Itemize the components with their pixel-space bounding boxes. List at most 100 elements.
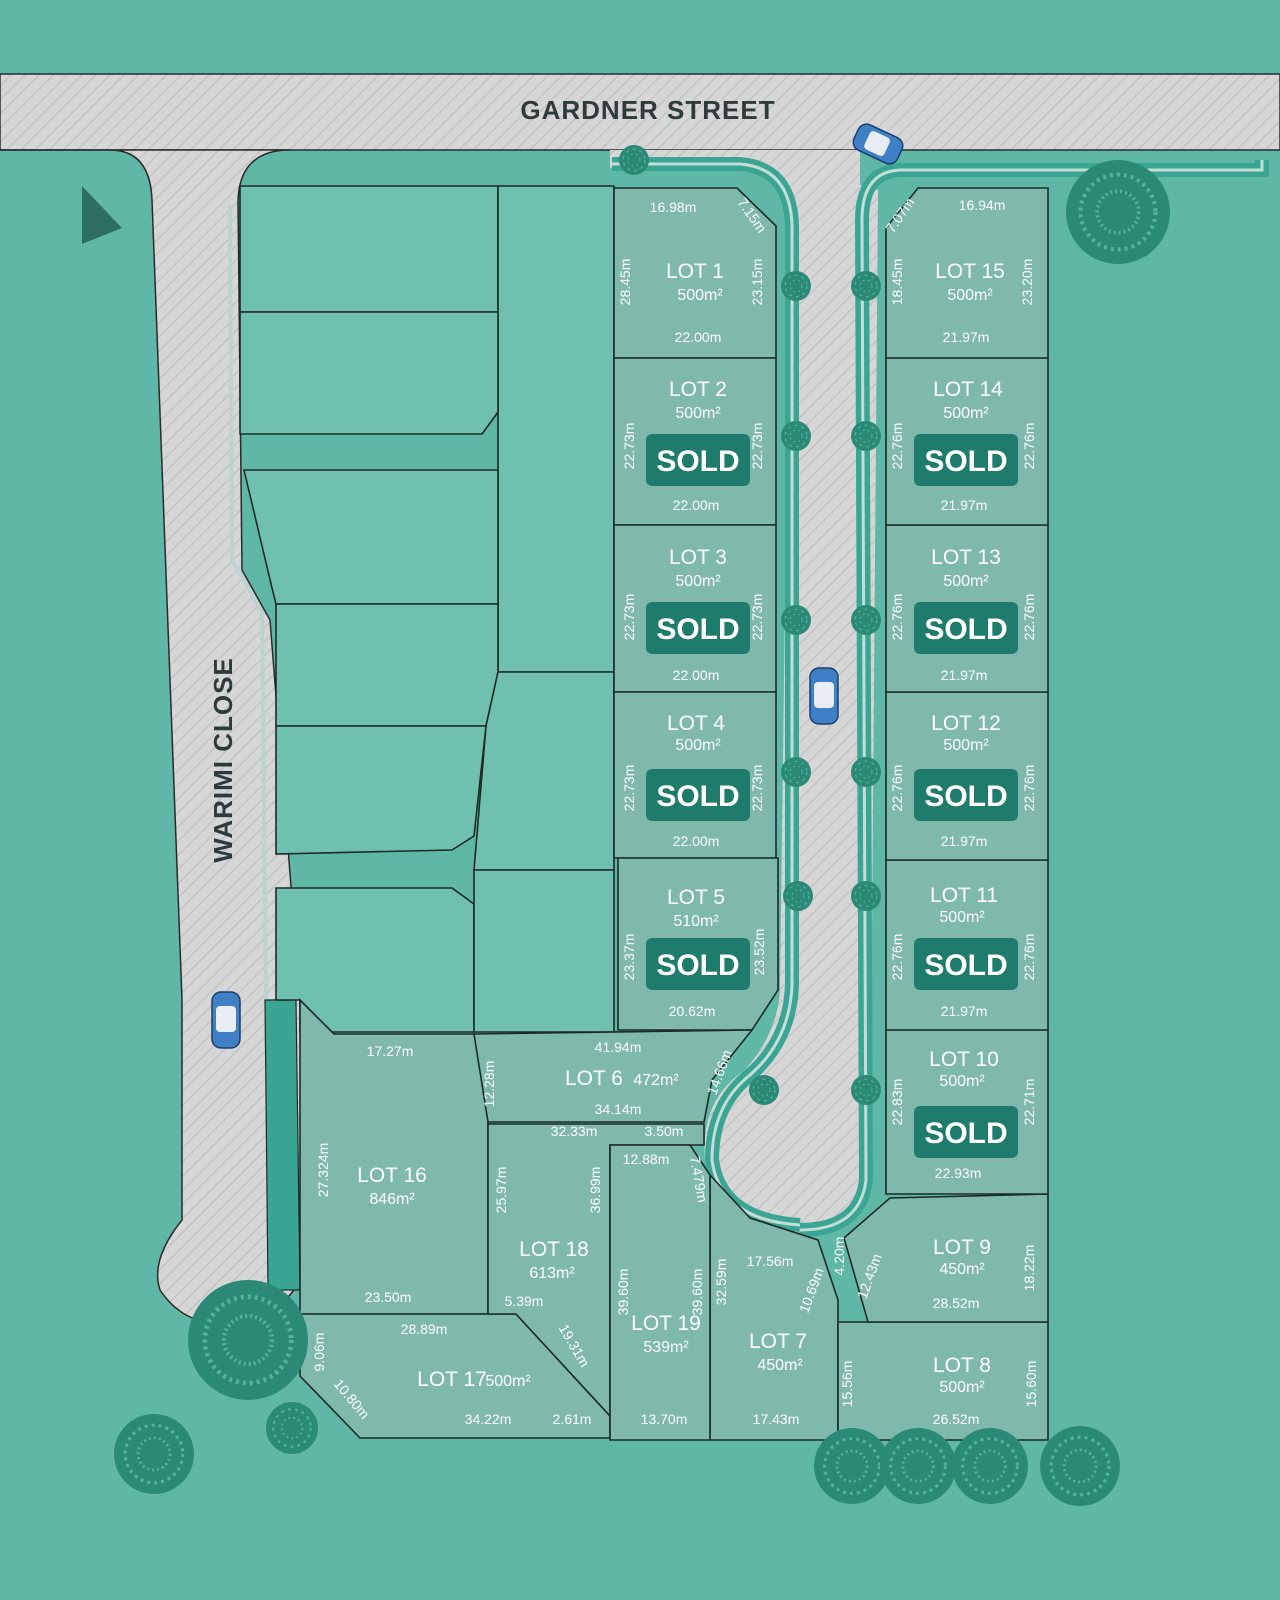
tree-icon xyxy=(266,1402,318,1454)
lot-area: 539m² xyxy=(643,1339,689,1356)
dimension-label: 22.76m xyxy=(1021,594,1037,641)
dimension-label: 4.20m xyxy=(831,1237,847,1276)
lot-title: LOT 19 xyxy=(631,1312,701,1335)
dimension-label: 22.83m xyxy=(889,1079,905,1126)
tree-icon xyxy=(814,1428,890,1504)
dimension-label: 22.00m xyxy=(673,833,720,849)
lot9-shape[interactable] xyxy=(843,1193,1049,1323)
tree-icon xyxy=(851,1075,881,1105)
dimension-label: 17.27m xyxy=(367,1043,414,1059)
dimension-label: 22.93m xyxy=(935,1165,982,1181)
dimension-label: 22.71m xyxy=(1021,1079,1037,1126)
lot-area: 510m² xyxy=(673,913,719,930)
tree-icon xyxy=(781,271,811,301)
lot-area: 500m² xyxy=(939,1379,985,1396)
dimension-label: 12.88m xyxy=(623,1151,670,1167)
lot1-shape[interactable] xyxy=(613,187,777,359)
dimension-label: 18.45m xyxy=(889,259,905,306)
sold-badge: SOLD xyxy=(914,769,1018,821)
lot-area: 500m² xyxy=(675,405,721,422)
tree-icon xyxy=(749,1075,779,1105)
dimension-label: 21.97m xyxy=(941,667,988,683)
trees xyxy=(114,145,1170,1506)
dimension-label: 22.76m xyxy=(1021,765,1037,812)
sold-label: SOLD xyxy=(924,949,1007,982)
dimension-label: 17.43m xyxy=(753,1411,800,1427)
lot-title: LOT 12 xyxy=(931,712,1001,735)
dimension-label: 23.52m xyxy=(751,929,767,976)
dimension-label: 3.50m xyxy=(645,1123,684,1139)
tree-icon xyxy=(1040,1426,1120,1506)
sold-label: SOLD xyxy=(924,780,1007,813)
lot-area: 500m² xyxy=(943,737,989,754)
dimension-label: 36.99m xyxy=(587,1167,603,1214)
lot-area: 472m² xyxy=(633,1072,679,1089)
dimension-label: 15.60m xyxy=(1023,1361,1039,1408)
dimension-label: 22.00m xyxy=(673,667,720,683)
dimension-label: 22.73m xyxy=(621,594,637,641)
sold-badge: SOLD xyxy=(646,602,750,654)
tree-icon xyxy=(851,605,881,635)
tree-icon xyxy=(880,1428,956,1504)
tree-icon xyxy=(619,145,649,175)
lot10-label: LOT 10 500m² SOLD 22.83m 22.71m 22.93m xyxy=(889,1048,1037,1181)
dimension-label: 22.73m xyxy=(749,765,765,812)
dimension-label: 16.98m xyxy=(650,199,697,215)
lot-title: LOT 17 xyxy=(417,1368,487,1391)
lot-area: 500m² xyxy=(677,287,723,304)
dimension-label: 15.56m xyxy=(839,1361,855,1408)
lot19-shape[interactable] xyxy=(609,1144,711,1441)
lot-title: LOT 3 xyxy=(669,546,727,569)
lot-area: 500m² xyxy=(939,909,985,926)
sold-label: SOLD xyxy=(924,1117,1007,1150)
dimension-label: 34.22m xyxy=(465,1411,512,1427)
dimension-label: 21.97m xyxy=(943,329,990,345)
tree-icon xyxy=(188,1280,308,1400)
dimension-label: 39.60m xyxy=(615,1269,631,1316)
lot-title: LOT 6 xyxy=(565,1067,623,1090)
tree-icon xyxy=(851,271,881,301)
gardner-street: GARDNER STREET xyxy=(0,73,1280,151)
dimension-label: 22.73m xyxy=(621,423,637,470)
tree-icon xyxy=(114,1414,194,1494)
dimension-label: 5.39m xyxy=(505,1293,544,1309)
gardner-street-label: GARDNER STREET xyxy=(520,95,775,125)
cars xyxy=(211,123,904,1049)
tree-icon xyxy=(851,757,881,787)
dimension-label: 28.52m xyxy=(933,1295,980,1311)
dimension-label: 28.89m xyxy=(401,1321,448,1337)
dimension-label: 2.61m xyxy=(553,1411,592,1427)
dimension-label: 17.56m xyxy=(747,1253,794,1269)
dimension-label: 41.94m xyxy=(595,1039,642,1055)
lot15-shape[interactable] xyxy=(885,187,1049,359)
dimension-label: 22.76m xyxy=(1021,423,1037,470)
tree-icon xyxy=(781,757,811,787)
dimension-label: 22.76m xyxy=(889,934,905,981)
sold-badge: SOLD xyxy=(646,769,750,821)
lot-title: LOT 11 xyxy=(930,884,998,907)
dimension-label: 27.324m xyxy=(315,1143,331,1197)
dimension-label: 26.52m xyxy=(933,1411,980,1427)
lot-title: LOT 13 xyxy=(931,546,1001,569)
sold-badge: SOLD xyxy=(914,1106,1018,1158)
lot-area: 500m² xyxy=(485,1373,531,1390)
lot-title: LOT 5 xyxy=(667,886,725,909)
warimi-close-label: WARIMI CLOSE xyxy=(208,657,238,863)
dimension-label: 22.76m xyxy=(1021,934,1037,981)
lot-area: 450m² xyxy=(757,1357,803,1374)
dimension-label: 7.479m xyxy=(687,1155,711,1204)
lot-area: 500m² xyxy=(939,1073,985,1090)
lot-title: LOT 10 xyxy=(929,1048,999,1071)
lot-area: 846m² xyxy=(369,1191,415,1208)
existing-lots xyxy=(239,185,615,1033)
lot-title: LOT 16 xyxy=(357,1164,427,1187)
